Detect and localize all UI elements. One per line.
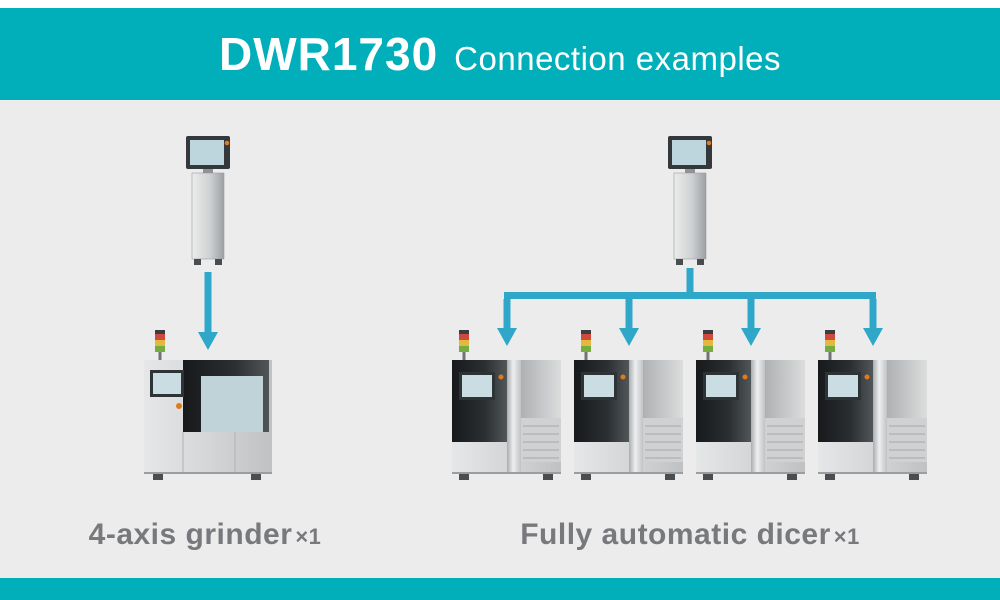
page-title-subtitle: Connection examples [454,40,782,77]
grinder-caption: 4-axis grinder×1 [40,518,370,552]
controller-unit-icon [667,136,713,266]
header-banner: DWR1730 Connection examples [0,8,1000,100]
diagram-area: 4-axis grinder×1 Fully automatic dicer [0,100,1000,578]
dicer-machine-icon [695,330,807,482]
dicer-machine-icon [817,330,929,482]
page-title: DWR1730 Connection examples [219,27,781,81]
grinder-machine-icon [143,330,273,482]
dicer-machine-icon [573,330,685,482]
branch-connector-icon [497,268,883,346]
footer-strip [0,578,1000,600]
controller-unit-icon [185,136,231,266]
grinder-caption-text: 4-axis grinder [88,518,293,551]
dicer-caption-text: Fully automatic dicer [520,518,831,551]
dicer-count-label: ×1 [833,524,860,549]
grinder-count-label: ×1 [295,524,322,549]
dicer-caption: Fully automatic dicer×1 [470,518,910,552]
page-title-model: DWR1730 [218,28,439,80]
dicer-machine-icon [451,330,563,482]
